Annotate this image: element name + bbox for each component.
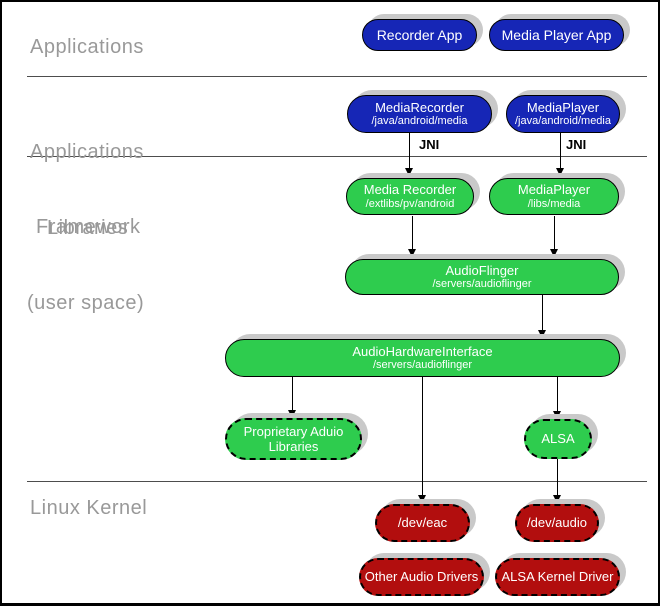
node-audioflinger: AudioFlinger /servers/audioflinger: [345, 259, 619, 295]
edge-audioflinger-ahi-arrowhead: [538, 330, 546, 338]
edge-jni-right-label: JNI: [566, 137, 587, 152]
edge-ahi-deveac-line: [422, 377, 423, 496]
node-alsa: ALSA: [524, 419, 592, 459]
node-alsa-label: ALSA: [541, 431, 575, 447]
node-recorder-app-label: Recorder App: [376, 26, 463, 43]
node-mediaplayer-framework-path: /java/android/media: [514, 115, 611, 128]
node-media-player-app: Media Player App: [489, 19, 624, 51]
node-audiohardwareinterface: AudioHardwareInterface /servers/audiofli…: [225, 339, 620, 377]
node-audioflinger-title: AudioFlinger: [445, 262, 519, 278]
node-other-audio-drivers: Other Audio Drivers: [359, 558, 484, 596]
node-proprietary-audio-libraries-line2: Libraries: [268, 439, 319, 454]
edge-ahi-alsa-line: [557, 377, 558, 412]
node-proprietary-audio-libraries: Proprietary Aduio Libraries: [225, 418, 362, 460]
node-media-recorder-lib-path: /extlibs/pv/android: [365, 197, 455, 210]
zone-label-linux-kernel: Linux Kernel: [30, 497, 148, 519]
node-dev-eac-label: /dev/eac: [397, 515, 448, 531]
divider-framework: [27, 156, 647, 157]
divider-applications: [27, 76, 647, 77]
divider-kernel: [27, 481, 647, 482]
node-mediaplayer-lib-title: MediaPlayer: [517, 182, 591, 198]
edge-ahi-proprietary-line: [292, 377, 293, 411]
edge-ahi-alsa-arrowhead: [553, 411, 561, 419]
node-media-recorder-lib: Media Recorder /extlibs/pv/android: [346, 178, 474, 215]
edge-recorderlib-audioflinger-line: [412, 216, 413, 250]
node-mediaplayer-lib: MediaPlayer /libs/media: [489, 178, 619, 215]
edge-alsa-devaudio-arrowhead: [553, 495, 561, 503]
node-media-player-app-label: Media Player App: [501, 26, 612, 43]
node-mediaplayer-framework-title: MediaPlayer: [526, 99, 600, 115]
edge-audioflinger-ahi-line: [542, 295, 543, 331]
zone-label-libraries-line1: Libraries: [47, 217, 129, 239]
node-other-audio-drivers-label: Other Audio Drivers: [364, 569, 479, 585]
edge-jni-left-arrowhead: [405, 168, 413, 176]
node-mediarecorder-framework: MediaRecorder /java/android/media: [347, 95, 492, 133]
node-alsa-kernel-driver-label: ALSA Kernel Driver: [501, 569, 614, 585]
edge-jni-right-line: [560, 133, 561, 169]
edge-jni-left-label: JNI: [419, 137, 440, 152]
node-audiohardwareinterface-title: AudioHardwareInterface: [352, 343, 493, 359]
node-dev-eac: /dev/eac: [375, 504, 470, 542]
zone-label-applications: Applications: [30, 36, 144, 58]
zone-label-applications-framework: Applications Framework: [30, 90, 144, 290]
node-mediarecorder-framework-title: MediaRecorder: [375, 99, 464, 115]
edge-ahi-deveac-arrowhead: [418, 495, 426, 503]
node-media-recorder-lib-title: Media Recorder: [363, 182, 457, 198]
edge-jni-right-arrowhead: [556, 168, 564, 176]
node-audioflinger-path: /servers/audioflinger: [432, 278, 532, 291]
edge-jni-left-line: [409, 133, 410, 169]
node-audiohardwareinterface-path: /servers/audioflinger: [372, 359, 473, 372]
node-recorder-app: Recorder App: [362, 19, 477, 51]
edge-ahi-proprietary-arrowhead: [288, 410, 296, 418]
node-proprietary-audio-libraries-line1: Proprietary Aduio: [243, 423, 344, 439]
node-dev-audio-label: /dev/audio: [527, 515, 587, 531]
edge-playerlib-audioflinger-line: [554, 216, 555, 250]
edge-recorderlib-audioflinger-arrowhead: [408, 249, 416, 257]
node-mediaplayer-framework: MediaPlayer /java/android/media: [506, 95, 620, 133]
edge-alsa-devaudio-line: [557, 459, 558, 496]
node-mediarecorder-framework-path: /java/android/media: [371, 115, 468, 128]
node-alsa-kernel-driver: ALSA Kernel Driver: [495, 558, 620, 596]
zone-label-libraries: Libraries (user space): [27, 166, 144, 366]
zone-label-framework-line2: Framework: [36, 216, 141, 238]
edge-playerlib-audioflinger-arrowhead: [550, 249, 558, 257]
node-dev-audio: /dev/audio: [515, 504, 599, 542]
zone-label-libraries-line2: (user space): [27, 292, 145, 314]
node-mediaplayer-lib-path: /libs/media: [527, 197, 581, 210]
zone-label-framework-line1: Applications: [30, 141, 144, 163]
